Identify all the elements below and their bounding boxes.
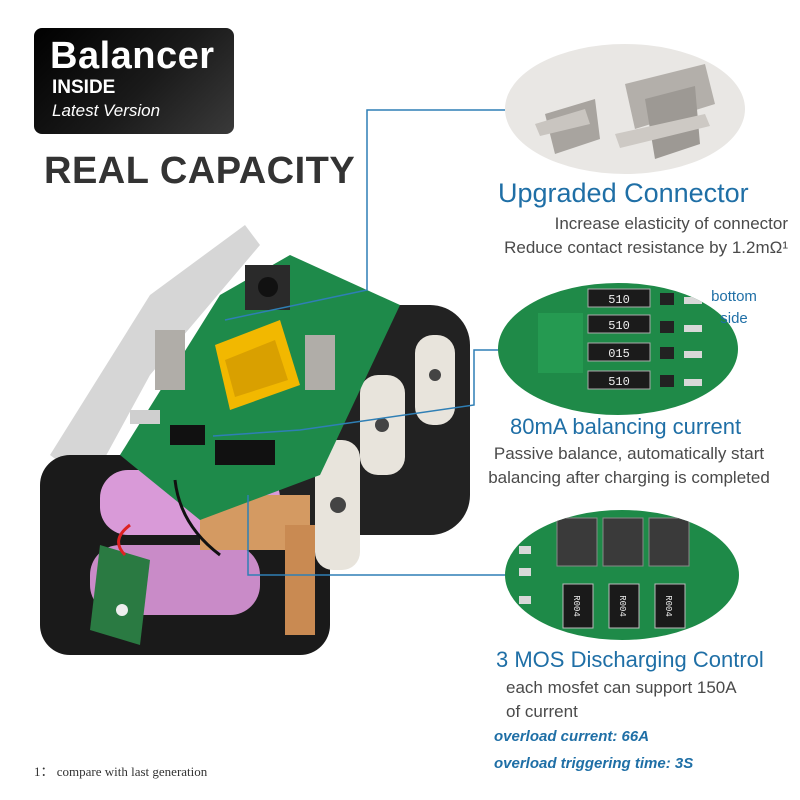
resistor-label-3: 015	[608, 347, 630, 361]
overload-time: overload triggering time: 3S	[494, 755, 694, 772]
resistor-label-2: 510	[608, 319, 630, 333]
connector-line-1: Increase elasticity of connector	[554, 214, 788, 233]
mos-line-2: of current	[506, 702, 578, 721]
headline: REAL CAPACITY	[44, 150, 356, 192]
mos-closeup: R004 R004 R004	[505, 510, 739, 640]
shunt-label-3: R004	[663, 595, 673, 617]
mos-feature-text: each mosfet can support 150A of current	[506, 676, 737, 724]
balancing-line-2: balancing after charging is completed	[488, 468, 770, 487]
balancer-badge: Balancer INSIDE Latest Version	[34, 28, 234, 134]
badge-title: Balancer	[50, 35, 215, 77]
balancing-line-1: Passive balance, automatically start	[493, 444, 765, 463]
mos-feature-title: 3 MOS Discharging Control	[496, 647, 764, 672]
footnote: 1： compare with last generation	[34, 764, 208, 779]
balancing-feature-title: 80mA balancing current	[510, 414, 742, 439]
bottom-side-line-1: bottom	[711, 288, 757, 305]
shunt-label-2: R004	[617, 595, 627, 617]
shunt-label-1: R004	[571, 595, 581, 617]
resistor-label-4: 510	[608, 375, 630, 389]
balancing-closeup: 510 510 015 510	[498, 283, 738, 415]
connector-feature-title: Upgraded Connector	[498, 178, 749, 208]
battery-pack-image	[40, 225, 470, 655]
connector-closeup	[505, 44, 745, 174]
connector-feature-text: Increase elasticity of connector Reduce …	[488, 212, 788, 260]
badge-version: Latest Version	[52, 101, 161, 120]
bottom-side-label: bottom side	[702, 286, 766, 330]
connector-line-2: Reduce contact resistance by 1.2mΩ¹	[504, 238, 788, 257]
resistor-label-1: 510	[608, 293, 630, 307]
balancing-feature-text: Passive balance, automatically start bal…	[476, 442, 782, 490]
bottom-side-line-2: side	[720, 310, 748, 327]
mos-line-1: each mosfet can support 150A	[506, 678, 737, 697]
badge-subtitle: INSIDE	[52, 77, 116, 98]
overload-current: overload current: 66A	[494, 728, 650, 745]
